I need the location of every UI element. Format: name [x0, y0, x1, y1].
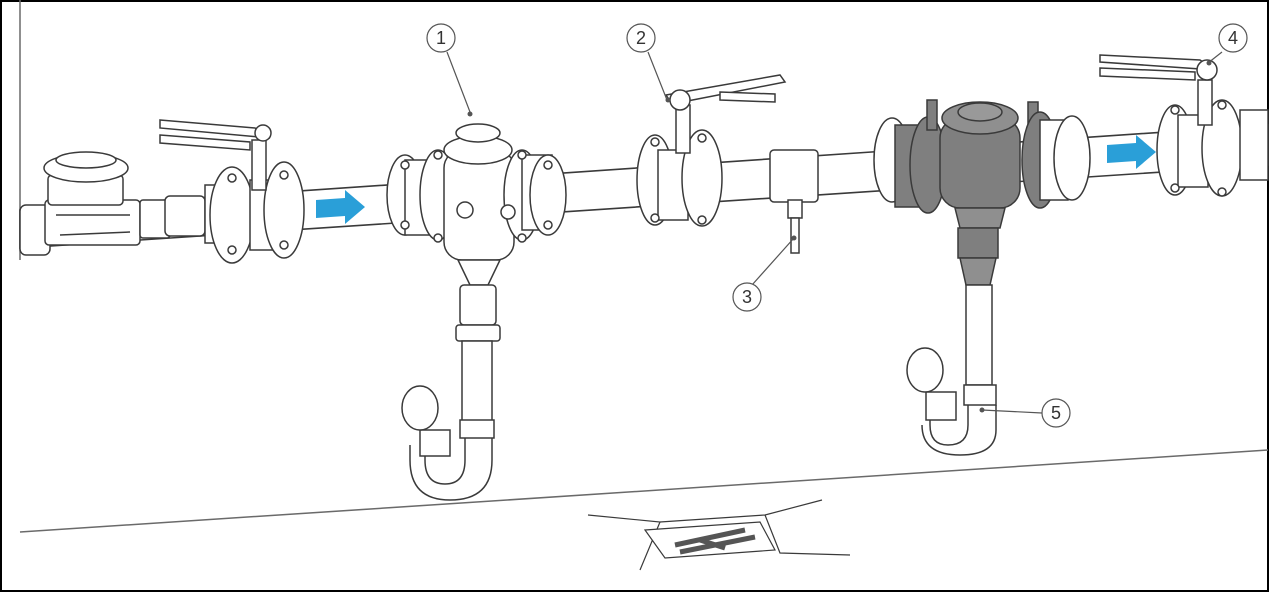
floor-drain-icon: [587, 499, 851, 571]
ball-valve-icon: [159, 119, 305, 264]
callout-4: 4: [1218, 23, 1248, 53]
ball-valve-icon: [636, 74, 787, 227]
callout-label: 1: [436, 28, 446, 48]
dark-backflow-valve: [873, 99, 1091, 456]
callout-label: 2: [636, 28, 646, 48]
flow-arrow-icon: [316, 190, 365, 224]
callout-leaders: [446, 51, 1223, 414]
callout-label: 4: [1228, 28, 1238, 48]
water-meter-icon: [19, 151, 206, 256]
ball-valve-icon: [1099, 54, 1269, 197]
callout-3: 3: [732, 282, 762, 312]
callout-label: 5: [1051, 403, 1061, 423]
callout-dots: [467, 60, 1212, 413]
callout-1: 1: [426, 23, 456, 53]
flow-arrow-icon: [1107, 135, 1156, 169]
callout-5: 5: [1041, 398, 1071, 428]
callout-label: 3: [742, 287, 752, 307]
test-fitting-3: [769, 149, 819, 254]
callout-2: 2: [626, 23, 656, 53]
backflow-preventer-1: [386, 123, 567, 501]
